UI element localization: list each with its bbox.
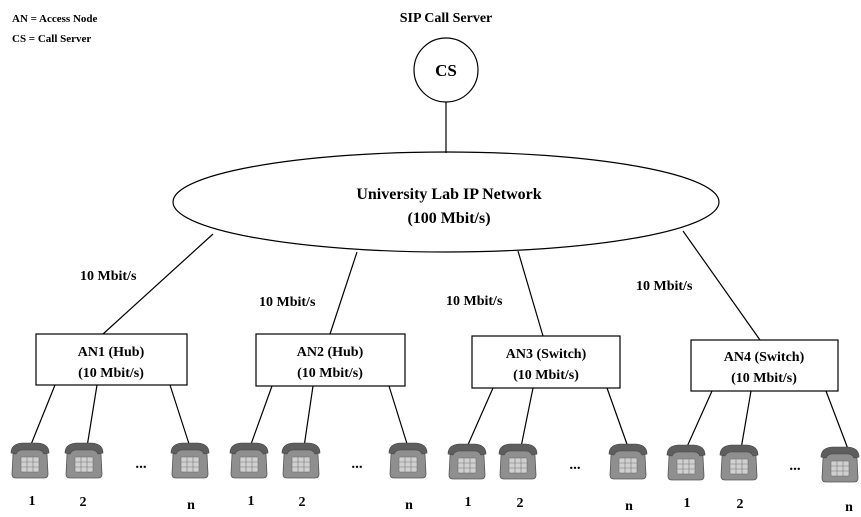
phone-number-label: 2 xyxy=(517,496,524,511)
telephone-icon xyxy=(447,443,487,480)
phone-number-label: n xyxy=(405,498,413,513)
telephone-icon xyxy=(170,442,210,479)
telephone-icon xyxy=(281,442,321,479)
network-speed: (100 Mbit/s) xyxy=(407,210,490,227)
telephone-icon xyxy=(10,442,50,479)
access-node-name: AN2 (Hub) xyxy=(297,345,364,360)
telephone-icon xyxy=(64,442,104,479)
phone-number-label: 2 xyxy=(80,495,87,510)
phone-number-label: n xyxy=(187,498,195,513)
phone-group-3: ... 1 2 n xyxy=(447,443,648,514)
phone-number-label: 2 xyxy=(737,497,744,512)
phone-number-label: n xyxy=(625,499,633,514)
access-node-4: AN4 (Switch) (10 Mbit/s) xyxy=(690,339,839,392)
phone-ellipsis: ... xyxy=(351,456,363,472)
link-speed-an1: 10 Mbit/s xyxy=(80,269,137,284)
phone-number-label: 1 xyxy=(248,494,255,509)
link-an4 xyxy=(682,230,761,341)
link-speed-an2: 10 Mbit/s xyxy=(259,295,316,310)
access-node-speed: (10 Mbit/s) xyxy=(731,371,797,386)
access-node-name: AN4 (Switch) xyxy=(724,350,805,365)
phone-number-label: 1 xyxy=(684,496,691,511)
network-name: University Lab IP Network xyxy=(356,186,541,203)
access-node-2: AN2 (Hub) (10 Mbit/s) xyxy=(255,333,406,387)
phone-group-1: ... 1 2 n xyxy=(10,442,210,513)
phone-number-label: n xyxy=(845,500,853,515)
call-server-node: CS xyxy=(413,37,479,103)
telephone-icon xyxy=(719,444,759,481)
call-server-label: CS xyxy=(435,61,457,80)
telephone-icon xyxy=(820,446,860,483)
access-node-1: AN1 (Hub) (10 Mbit/s) xyxy=(35,333,188,386)
access-node-3: AN3 (Switch) (10 Mbit/s) xyxy=(471,335,621,389)
access-node-speed: (10 Mbit/s) xyxy=(513,368,579,383)
phone-number-label: 2 xyxy=(299,495,306,510)
link-speed-an4: 10 Mbit/s xyxy=(636,279,693,294)
phone-number-label: 1 xyxy=(29,494,36,509)
server-title: SIP Call Server xyxy=(400,11,493,26)
telephone-icon xyxy=(229,442,269,479)
access-node-speed: (10 Mbit/s) xyxy=(297,366,363,381)
access-node-name: AN1 (Hub) xyxy=(78,345,145,360)
phone-links xyxy=(29,384,849,450)
telephone-icon xyxy=(608,443,648,480)
telephone-icon xyxy=(666,444,706,481)
phone-ellipsis: ... xyxy=(789,458,801,474)
ip-network: University Lab IP Network (100 Mbit/s) xyxy=(172,151,720,253)
telephone-icon xyxy=(388,442,428,479)
legend-cs: CS = Call Server xyxy=(12,33,91,45)
legend-an: AN = Access Node xyxy=(12,13,98,25)
link-an1 xyxy=(102,233,214,335)
phone-number-label: 1 xyxy=(465,495,472,510)
access-node-speed: (10 Mbit/s) xyxy=(78,366,144,381)
phone-ellipsis: ... xyxy=(135,456,147,472)
phone-ellipsis: ... xyxy=(569,457,581,473)
phone-group-4: ... 1 2 n xyxy=(666,444,860,515)
link-an3 xyxy=(517,250,544,337)
telephone-icon xyxy=(498,443,538,480)
link-an2 xyxy=(329,251,358,335)
link-speed-an3: 10 Mbit/s xyxy=(446,294,503,309)
access-node-name: AN3 (Switch) xyxy=(506,347,587,362)
phone-group-2: ... 1 2 n xyxy=(229,442,428,513)
